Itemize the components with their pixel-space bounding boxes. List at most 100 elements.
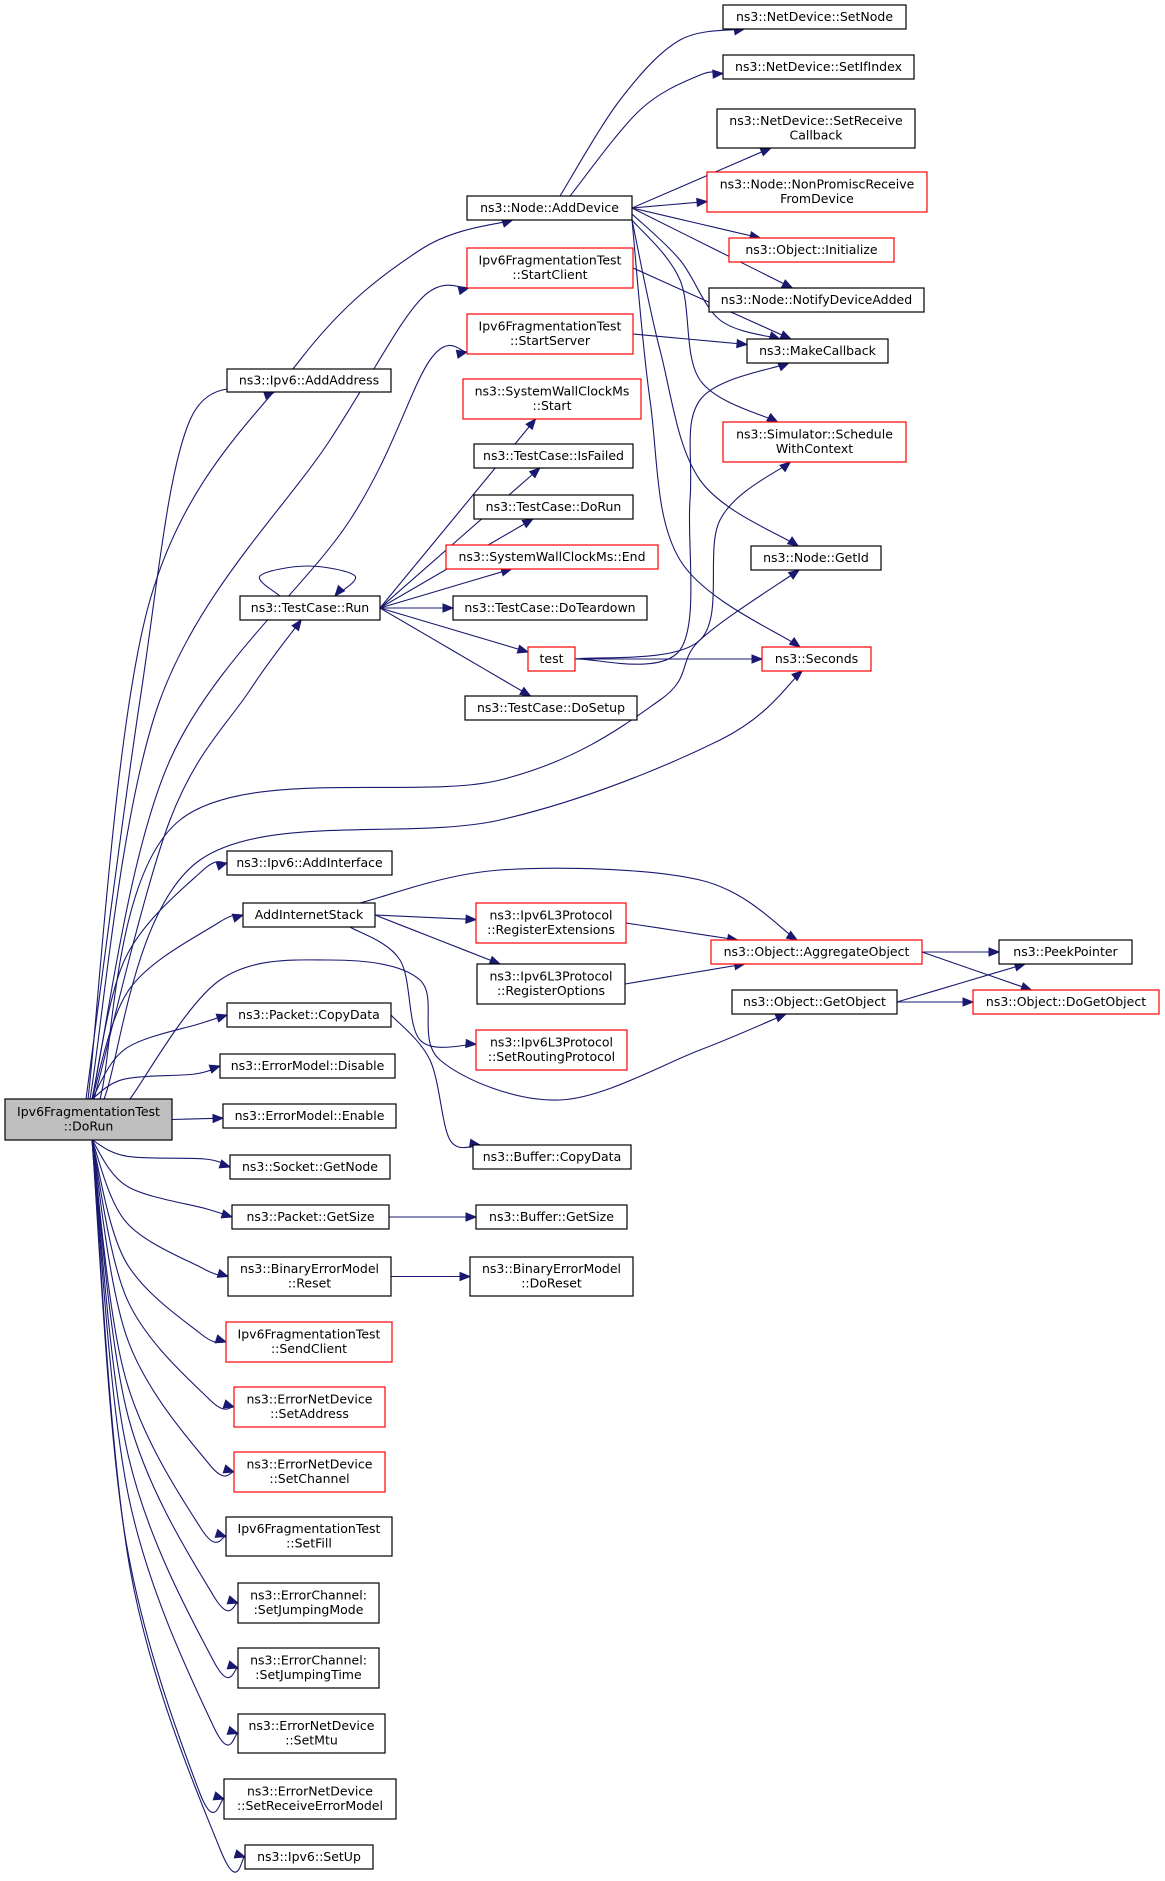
graph-node-register-extensions[interactable]: ns3::Ipv6L3Protocol::RegisterExtensions: [475, 902, 627, 944]
node-box: [226, 850, 393, 876]
node-box: [466, 195, 633, 221]
call-edge: [87, 218, 514, 1100]
graph-node-wall-start[interactable]: ns3::SystemWallClockMs::Start: [462, 378, 642, 420]
graph-node-wall-end[interactable]: ns3::SystemWallClockMs::End: [445, 544, 659, 570]
graph-node-bem-do-reset[interactable]: ns3::BinaryErrorModel::DoReset: [469, 1256, 634, 1297]
node-label: ::SetChannel: [269, 1471, 349, 1486]
node-box: [731, 989, 898, 1015]
node-label: Callback: [789, 128, 843, 143]
call-edge: [390, 1271, 472, 1282]
graph-node-do-get-object[interactable]: ns3::Object::DoGetObject: [972, 989, 1160, 1015]
call-edge: [85, 387, 276, 1100]
graph-node-end-set-channel[interactable]: ns3::ErrorNetDevice::SetChannel: [233, 1451, 386, 1493]
node-label: :SetJumpingTime: [255, 1667, 362, 1682]
graph-node-set-routing-protocol[interactable]: ns3::Ipv6L3Protocol::SetRoutingProtocol: [475, 1029, 628, 1071]
graph-node-add-address[interactable]: ns3::Ipv6::AddAddress: [226, 368, 392, 393]
graph-node-ec-jump-mode[interactable]: ns3::ErrorChannel::SetJumpingMode: [237, 1582, 380, 1624]
graph-node-buffer-copy-data[interactable]: ns3::Buffer::CopyData: [472, 1144, 632, 1170]
node-label: :SetJumpingMode: [254, 1602, 364, 1617]
call-edge: [631, 219, 802, 648]
graph-node-set-if-index[interactable]: ns3::NetDevice::SetIfIndex: [722, 54, 915, 80]
call-edge: [631, 207, 762, 241]
node-label: ::SetRoutingProtocol: [488, 1049, 615, 1064]
graph-node-start-client[interactable]: Ipv6FragmentationTest::StartClient: [466, 247, 634, 289]
node-label: ::SetFill: [286, 1536, 332, 1551]
node-label: ns3::Node::AddDevice: [480, 200, 619, 215]
node-label: ns3::TestCase::IsFailed: [483, 448, 624, 463]
graph-node-do-teardown[interactable]: ns3::TestCase::DoTeardown: [452, 595, 648, 621]
graph-node-end-set-mtu[interactable]: ns3::ErrorNetDevice::SetMtu: [237, 1713, 386, 1754]
call-edge: [896, 962, 1027, 1003]
graph-node-tc-run[interactable]: ns3::TestCase::Run: [239, 595, 381, 621]
graph-node-do-setup[interactable]: ns3::TestCase::DoSetup: [464, 695, 638, 721]
node-box: [445, 544, 659, 570]
graph-node-err-enable[interactable]: ns3::ErrorModel::Enable: [222, 1103, 397, 1129]
node-label: ns3::Node::NonPromiscReceive: [720, 177, 915, 192]
call-edge: [91, 1064, 222, 1100]
node-label: ns3::ErrorNetDevice: [247, 1392, 373, 1407]
graph-node-node-get-id[interactable]: ns3::Node::GetId: [750, 545, 882, 571]
node-label: WithContext: [776, 441, 853, 456]
call-edge: [632, 333, 749, 349]
graph-node-get-object[interactable]: ns3::Object::GetObject: [731, 989, 898, 1015]
graph-node-end-set-rem[interactable]: ns3::ErrorNetDevice::SetReceiveErrorMode…: [223, 1778, 397, 1820]
node-label: ns3::ErrorChannel:: [250, 1588, 367, 1603]
call-edge: [379, 467, 541, 609]
node-label: ns3::Object::Initialize: [745, 242, 878, 257]
graph-node-notify-device-added[interactable]: ns3::Node::NotifyDeviceAdded: [708, 287, 925, 313]
node-box: [473, 443, 634, 469]
call-edge: [91, 1139, 230, 1278]
node-label: ns3::MakeCallback: [759, 343, 877, 358]
node-label: ns3::NetDevice::SetNode: [736, 9, 893, 24]
graph-node-socket-get-node[interactable]: ns3::Socket::GetNode: [229, 1154, 391, 1180]
graph-node-send-client[interactable]: Ipv6FragmentationTest::SendClient: [225, 1321, 393, 1363]
graph-node-register-options[interactable]: ns3::Ipv6L3Protocol::RegisterOptions: [476, 963, 626, 1005]
node-label: ns3::ErrorNetDevice: [247, 1784, 373, 1799]
graph-node-end-set-address[interactable]: ns3::ErrorNetDevice::SetAddress: [233, 1386, 386, 1428]
node-label: ns3::Object::GetObject: [743, 994, 886, 1009]
call-edge: [99, 569, 801, 1100]
graph-node-is-failed[interactable]: ns3::TestCase::IsFailed: [473, 443, 634, 469]
call-edge: [91, 1139, 240, 1612]
graph-node-start-server[interactable]: Ipv6FragmentationTest::StartServer: [466, 313, 634, 355]
graph-node-packet-get-size[interactable]: ns3::Packet::GetSize: [231, 1204, 390, 1230]
graph-node-add-internet-stack[interactable]: AddInternetStack: [242, 902, 376, 928]
node-box: [706, 171, 928, 213]
graph-node-set-fill[interactable]: Ipv6FragmentationTest::SetFill: [225, 1516, 393, 1557]
call-edge: [631, 219, 779, 423]
graph-node-obj-initialize[interactable]: ns3::Object::Initialize: [728, 237, 895, 263]
graph-node-peek-pointer[interactable]: ns3::PeekPointer: [998, 939, 1133, 965]
node-box: [998, 939, 1133, 965]
call-edge: [171, 1113, 225, 1124]
graph-node-ec-jump-time[interactable]: ns3::ErrorChannel::SetJumpingTime: [237, 1647, 380, 1689]
graph-node-bem-reset[interactable]: ns3::BinaryErrorModel::Reset: [227, 1256, 392, 1297]
node-label: AddInternetStack: [255, 907, 364, 922]
node-box: [716, 108, 916, 149]
node-label: test: [539, 651, 563, 666]
graph-node-aggregate-object[interactable]: ns3::Object::AggregateObject: [710, 939, 923, 965]
node-label: ns3::SystemWallClockMs: [475, 384, 630, 399]
graph-node-seconds[interactable]: ns3::Seconds: [761, 646, 872, 672]
node-box: [472, 1144, 632, 1170]
graph-node-test[interactable]: test: [527, 646, 576, 672]
node-label: ::Start: [533, 398, 572, 413]
node-label: ns3::Socket::GetNode: [242, 1159, 378, 1174]
graph-node-add-interface[interactable]: ns3::Ipv6::AddInterface: [226, 850, 393, 876]
node-label: ns3::ErrorNetDevice: [247, 1457, 373, 1472]
graph-node-set-node[interactable]: ns3::NetDevice::SetNode: [722, 4, 907, 30]
call-edge: [91, 1139, 240, 1746]
graph-node-err-disable[interactable]: ns3::ErrorModel::Disable: [219, 1053, 396, 1079]
graph-node-make-callback[interactable]: ns3::MakeCallback: [746, 338, 889, 364]
graph-node-ipv6-set-up[interactable]: ns3::Ipv6::SetUp: [244, 1844, 374, 1870]
graph-node-buffer-get-size[interactable]: ns3::Buffer::GetSize: [475, 1204, 628, 1230]
graph-node-node-add-device[interactable]: ns3::Node::AddDevice: [466, 195, 633, 221]
call-edge: [258, 565, 357, 598]
graph-node-packet-copy-data[interactable]: ns3::Packet::CopyData: [226, 1002, 392, 1028]
node-box: [722, 54, 915, 80]
graph-node-tc-do-run[interactable]: ns3::TestCase::DoRun: [473, 494, 634, 520]
graph-node-root[interactable]: Ipv6FragmentationTest::DoRun: [4, 1098, 173, 1141]
node-label: ::StartClient: [512, 267, 587, 282]
